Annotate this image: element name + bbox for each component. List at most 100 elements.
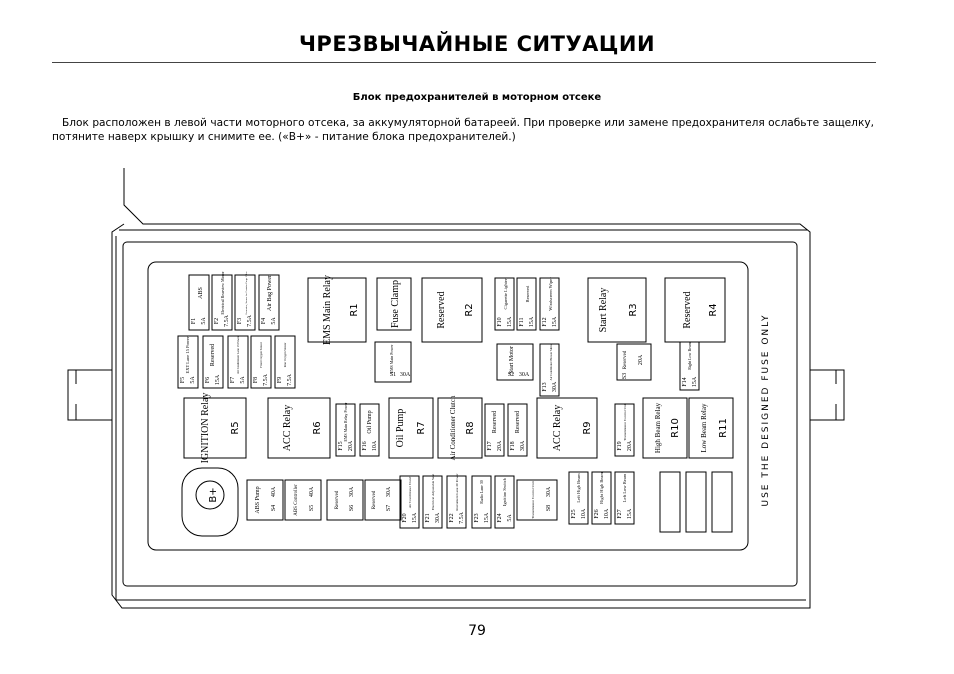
- fuse-f24-box: [494, 475, 515, 529]
- slot-s5-box: [284, 479, 322, 521]
- relay-r9-label: ACC Relay: [552, 405, 563, 451]
- fuse-f24-amp: 5A: [507, 514, 513, 522]
- fuse-f8-code: F8: [253, 377, 259, 383]
- fuse-f15-box: [335, 403, 356, 457]
- relay-r9-box: [536, 397, 598, 459]
- fuse-f8-box: [250, 335, 272, 389]
- relay-r3-code: R3: [628, 303, 639, 316]
- fuse-f26-box: [591, 471, 612, 525]
- fuse-f16-code: F16: [362, 441, 368, 450]
- slot-s8-name: Transmission Control Unit: [531, 481, 535, 518]
- spare-fuse-1: [659, 471, 681, 533]
- fuse-f17-amp: 20A: [497, 440, 503, 451]
- fuse-f3-box: [234, 274, 256, 331]
- fuse-f22-name: Instrument Lane 30 Power: [455, 473, 459, 511]
- fuse-f24-code: F24: [497, 513, 503, 522]
- fuse-f11-code: F11: [519, 317, 525, 326]
- fuse-f20-name: Air Conditioner Clutch: [408, 476, 412, 509]
- relay-r11-label: Low Beam Relay: [700, 403, 708, 452]
- slot-s8-amp: 30A: [546, 486, 552, 497]
- fuse-f8-name: Front Oxygen Sensor: [259, 342, 263, 368]
- slot-s5-name: ABS Controller: [294, 484, 299, 516]
- fuse-clamp-label: Fuse Clamp: [390, 280, 401, 328]
- fuse-f4-name: Air Bag Power: [267, 275, 273, 311]
- fuse-f2-code: F2: [214, 318, 220, 324]
- slot-s1-code: S1: [390, 372, 396, 378]
- fuse-f18-amp: 30A: [520, 440, 526, 451]
- fuse-f27-name: Left Low Beam: [622, 473, 627, 502]
- fuse-f12-name: Windscreen Wiper: [548, 277, 553, 311]
- fuse-f11-box: [516, 277, 537, 331]
- fuse-panel: [147, 261, 749, 551]
- fuse-f5-code: F5: [180, 377, 186, 383]
- fuse-f6-name: Reserved: [210, 344, 216, 366]
- fuse-f20-box: [399, 475, 420, 529]
- slot-s6-code: S6: [349, 505, 355, 511]
- battery-terminal-housing: [181, 467, 239, 537]
- page-title: ЧРЕЗВЫЧАЙНЫЕ СИТУАЦИИ: [298, 32, 656, 56]
- fuse-f9-amp: 7.5A: [287, 373, 293, 386]
- fuse-f26-name: Right High Beam: [599, 472, 604, 504]
- fuse-f19-code: F19: [617, 441, 623, 450]
- slot-s3-name: Reserved: [623, 350, 628, 369]
- fuse-f4-box: [258, 274, 280, 331]
- fuse-f18-code: F18: [510, 441, 516, 450]
- fuse-f9-box: [274, 335, 296, 389]
- fuse-f19-box: [614, 403, 635, 457]
- relay-r7-label: Oil Pump: [395, 409, 406, 448]
- slot-s5-amp: 40A: [309, 486, 315, 497]
- fuse-f1-amp: 5A: [201, 317, 207, 325]
- slot-s8-box: [516, 479, 558, 521]
- relay-r2-label: Reserved: [436, 291, 447, 328]
- relay-r11-box: [688, 397, 734, 459]
- fuse-f1-code: F1: [191, 318, 197, 324]
- fuse-f7-name: Air Conditioner Lane 15 Power: [236, 336, 240, 374]
- fuse-f3-code: F3: [237, 318, 243, 324]
- fuse-f17-name: Reserved: [492, 411, 498, 433]
- slot-s4-code: S4: [271, 505, 277, 511]
- relay-r6-code: R6: [312, 421, 323, 434]
- slot-s4-name: ABS Pump: [255, 486, 261, 513]
- slot-s6-name: Reserved: [335, 490, 340, 509]
- fuse-f2-amp: 7.5A: [224, 314, 230, 327]
- fuse-f6-box: [202, 335, 224, 389]
- slot-s7-code: S7: [386, 505, 392, 511]
- fuse-f22-box: [446, 475, 467, 529]
- fuse-f23-amp: 15A: [484, 512, 490, 523]
- fuse-f1-name: ABS: [198, 287, 204, 299]
- header-divider: [52, 62, 876, 63]
- fuse-f19-name: Transmission Control Unit: [623, 403, 627, 440]
- battery-terminal: [195, 480, 225, 510]
- fuse-f16-amp: 10A: [372, 440, 378, 451]
- fuse-f21-box: [422, 475, 443, 529]
- slot-s2-amp: 30A: [519, 372, 530, 378]
- relay-r11-code: R11: [718, 418, 729, 438]
- relay-r3-label: Start Relay: [598, 288, 609, 333]
- housing-inner-outline: [115, 229, 807, 601]
- fuse-f10-amp: 15A: [507, 316, 513, 327]
- relay-r1-box: [307, 277, 367, 343]
- fuse-f12-box: [539, 277, 560, 331]
- fuse-f13-code: F13: [542, 382, 548, 391]
- slot-s7-amp: 30A: [386, 486, 392, 497]
- fuse-f20-code: F20: [402, 513, 408, 522]
- slot-s4-amp: 40A: [271, 486, 277, 497]
- fuse-f24-name: Ignition Switch: [502, 477, 507, 506]
- cover-panel: [122, 241, 798, 587]
- fuse-f25-amp: 10A: [581, 508, 587, 519]
- slot-s1-name: EMS Main Power: [389, 344, 394, 374]
- fuse-f15-name: EMS Main Relay Power: [343, 402, 348, 442]
- fuse-f8-amp: 7.5A: [263, 373, 269, 386]
- relay-r8-code: R8: [465, 421, 476, 434]
- fuse-f23-code: F23: [474, 513, 480, 522]
- relay-r5-label: IGNITION Relay: [200, 393, 211, 464]
- fuse-f22-amp: 7.5A: [459, 511, 465, 524]
- relay-r3-box: [587, 277, 647, 343]
- left-latch: [67, 369, 113, 421]
- page-number: 79: [468, 623, 486, 639]
- body-paragraph: Блок расположен в левой части моторного …: [52, 117, 874, 143]
- relay-r1-code: R1: [349, 303, 360, 316]
- fuse-f14-box: [679, 341, 700, 391]
- fuse-f23-box: [471, 475, 492, 529]
